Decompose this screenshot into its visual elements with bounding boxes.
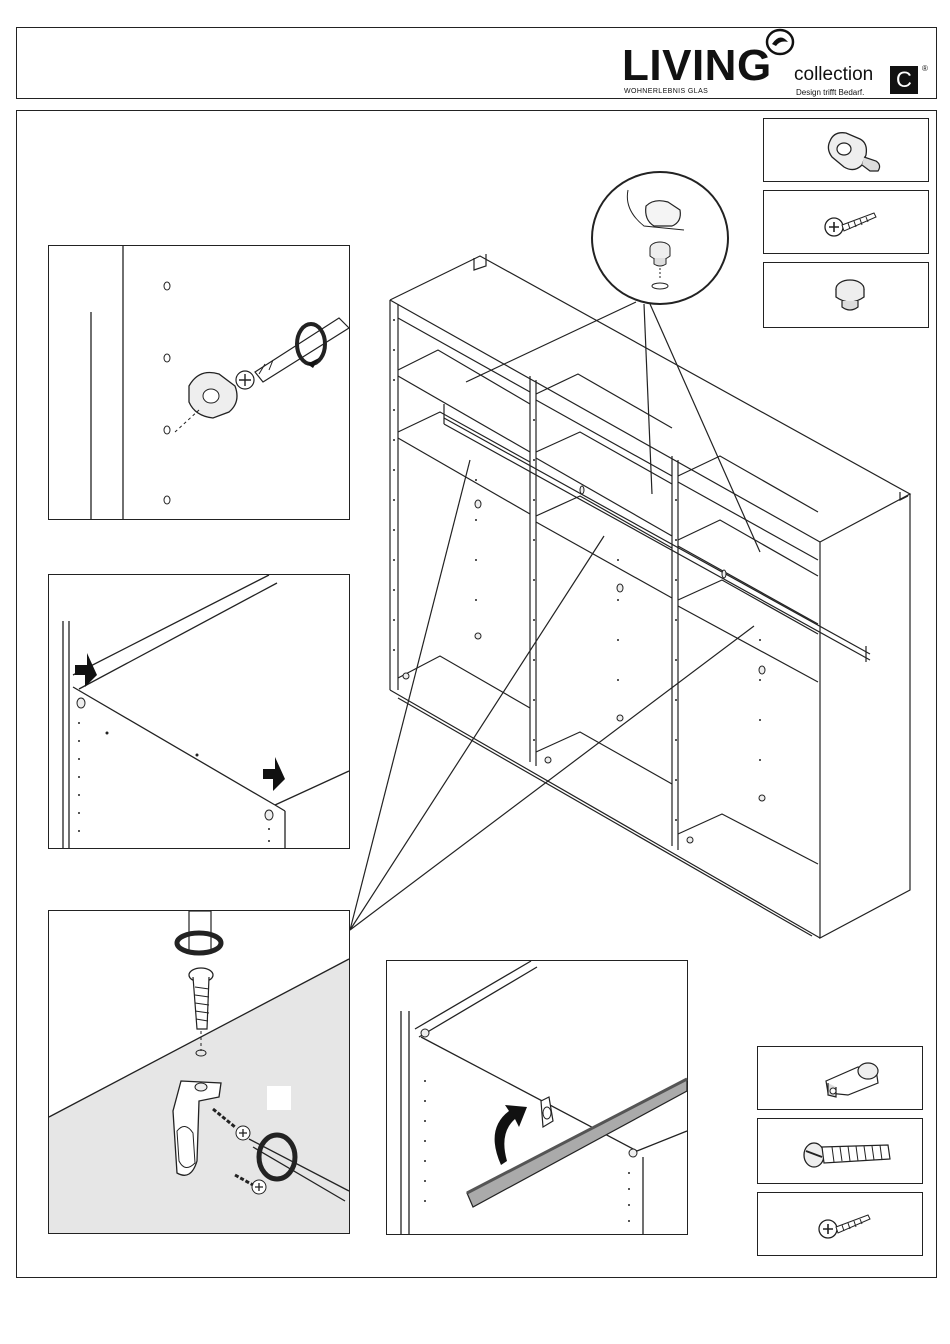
wardrobe-assembly-drawing bbox=[0, 0, 950, 1344]
